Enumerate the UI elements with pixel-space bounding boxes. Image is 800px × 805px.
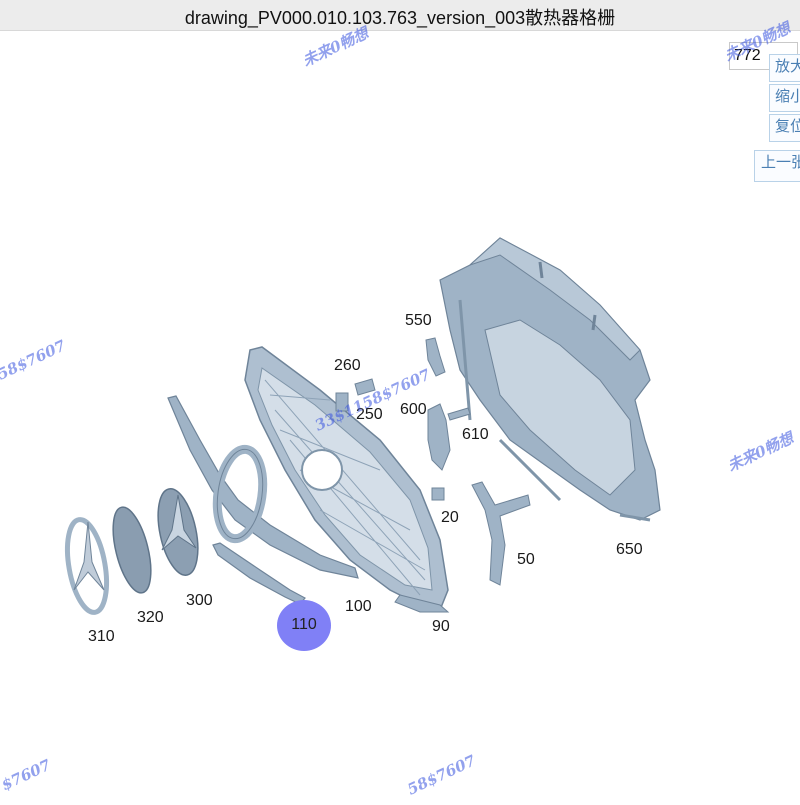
callout-300[interactable]: 300 [186, 592, 213, 609]
callout-260[interactable]: 260 [334, 357, 361, 374]
part-100-grille [244, 346, 449, 611]
part-550-bracket [425, 337, 446, 377]
callout-250[interactable]: 250 [356, 406, 383, 423]
part-50-bracket [471, 481, 531, 586]
callout-50[interactable]: 50 [517, 551, 535, 568]
title-bar: drawing_PV000.010.103.763_version_003散热器… [0, 0, 800, 31]
callout-650[interactable]: 650 [616, 541, 643, 558]
callout-110-highlight[interactable]: 110 [277, 600, 331, 651]
callout-100[interactable]: 100 [345, 598, 372, 615]
part-600-bracket [427, 403, 451, 471]
callout-20[interactable]: 20 [441, 509, 459, 526]
callout-600[interactable]: 600 [400, 401, 427, 418]
drawing-canvas: 550 260 250 600 610 20 50 650 100 90 300… [0, 19, 800, 800]
part-610-bolt [447, 407, 471, 421]
part-260-250-clips [335, 378, 376, 412]
callout-310[interactable]: 310 [88, 628, 115, 645]
window-title: drawing_PV000.010.103.763_version_003散热器… [184, 8, 616, 28]
part-90-bottom-strip [394, 594, 450, 613]
part-300-trim-frame [167, 395, 359, 579]
callout-110: 110 [291, 616, 317, 633]
part-310-emblem-ring [64, 517, 110, 615]
part-300-star-emblem [157, 488, 199, 576]
callout-320[interactable]: 320 [137, 609, 164, 626]
zoom-out-button[interactable]: 缩小 [769, 84, 800, 112]
reset-button[interactable]: 复位 [769, 114, 800, 142]
part-650-radiator-frame [439, 237, 661, 522]
part-20-clip [431, 487, 445, 501]
callout-550[interactable]: 550 [405, 312, 432, 329]
exploded-parts-drawing [64, 237, 661, 615]
part-320-disc [112, 506, 152, 594]
callout-90[interactable]: 90 [432, 618, 450, 635]
callout-610[interactable]: 610 [462, 426, 489, 443]
previous-image-button[interactable]: 上一张 [754, 150, 800, 182]
zoom-in-button[interactable]: 放大 [769, 54, 800, 82]
